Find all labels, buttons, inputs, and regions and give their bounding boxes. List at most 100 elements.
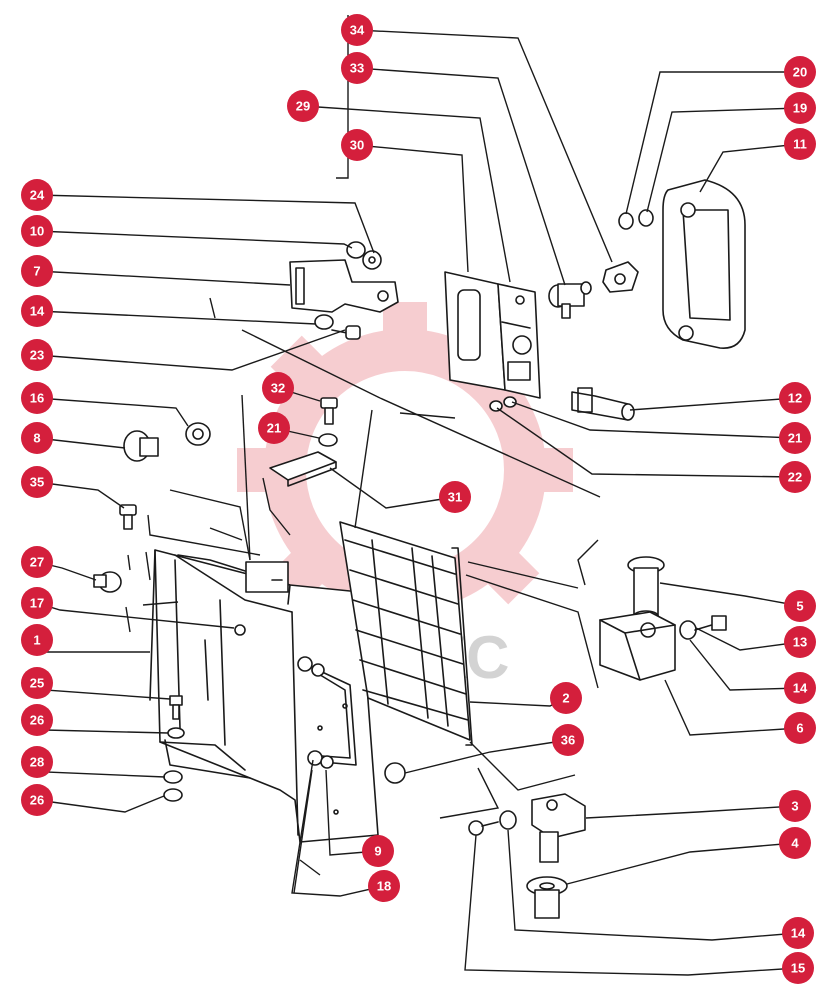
callout-number: 9 [374, 844, 381, 859]
callout-number: 6 [796, 721, 803, 736]
callout-number: 2 [562, 691, 569, 706]
part-bracket [289, 259, 399, 313]
callout-circle [21, 215, 53, 247]
part-clip [602, 261, 639, 293]
callout-circle [784, 672, 816, 704]
callout-circle [21, 587, 53, 619]
callout-circle [21, 179, 53, 211]
callout-badge-1: 1 [21, 624, 53, 656]
callout-circle [21, 295, 53, 327]
callout-badge-31: 31 [439, 481, 471, 513]
callout-circle [21, 422, 53, 454]
parts-drawing [93, 179, 746, 919]
callout-badge-3: 3 [779, 790, 811, 822]
callout-circle [21, 624, 53, 656]
callout-badge-26: 26 [21, 704, 53, 736]
callout-number: 4 [791, 836, 799, 851]
callout-badge-20: 20 [784, 56, 816, 88]
part-collar [526, 876, 568, 919]
callout-number: 17 [30, 596, 44, 611]
callout-badge-12: 12 [779, 382, 811, 414]
callout-number: 5 [796, 599, 803, 614]
callout-number: 27 [30, 555, 44, 570]
callout-circle [341, 129, 373, 161]
callout-badge-33: 33 [341, 52, 373, 84]
callout-circle [550, 682, 582, 714]
callout-badge-34: 34 [341, 14, 373, 46]
callout-badge-6: 6 [784, 712, 816, 744]
part-screw [314, 314, 361, 340]
callout-badge-21: 21 [258, 412, 290, 444]
callout-badge-28: 28 [21, 746, 53, 778]
callout-number: 30 [350, 138, 364, 153]
callout-number: 34 [350, 23, 365, 38]
callout-number: 21 [788, 431, 802, 446]
callout-circle [21, 466, 53, 498]
part-screw-13 [679, 615, 727, 640]
callout-number: 1 [33, 633, 40, 648]
callout-circle [779, 422, 811, 454]
callout-badge-14: 14 [21, 295, 53, 327]
callout-circle [784, 92, 816, 124]
callout-circle [21, 746, 53, 778]
callout-badge-19: 19 [784, 92, 816, 124]
part-screw-15 [468, 810, 517, 836]
callout-number: 20 [793, 65, 807, 80]
callout-number: 31 [448, 490, 462, 505]
callout-badge-5: 5 [784, 590, 816, 622]
callout-number: 14 [791, 926, 806, 941]
callout-number: 25 [30, 676, 44, 691]
part-housing [149, 549, 379, 843]
callout-circle [21, 339, 53, 371]
callout-badge-26: 26 [21, 784, 53, 816]
callout-circle [21, 784, 53, 816]
callout-badge-14: 14 [782, 917, 814, 949]
part-front-plate [444, 271, 541, 412]
callout-circle [21, 255, 53, 287]
callout-number: 26 [30, 713, 44, 728]
callout-circle [362, 835, 394, 867]
callout-badge-27: 27 [21, 546, 53, 578]
callout-circle [782, 917, 814, 949]
callout-circle [341, 52, 373, 84]
callout-number: 36 [561, 733, 575, 748]
callout-circle [784, 712, 816, 744]
callout-badge-8: 8 [21, 422, 53, 454]
part-screw-32 [318, 397, 338, 447]
callout-circle [779, 827, 811, 859]
callout-badge-24: 24 [21, 179, 53, 211]
callout-number: 14 [793, 681, 808, 696]
callout-number: 16 [30, 391, 44, 406]
callout-badge-22: 22 [779, 461, 811, 493]
callout-number: 32 [271, 381, 285, 396]
part-pipe [297, 656, 357, 769]
callout-badge-35: 35 [21, 466, 53, 498]
callout-circle [258, 412, 290, 444]
callout-circle [341, 14, 373, 46]
part-grille [339, 521, 473, 746]
callout-circle [21, 704, 53, 736]
callout-badges: 3433293020191124107142316835322112212231… [21, 14, 816, 984]
part-shaft [571, 387, 635, 421]
part-nut [346, 241, 382, 270]
callout-badge-29: 29 [287, 90, 319, 122]
part-plug [384, 762, 406, 784]
callout-number: 14 [30, 304, 45, 319]
callout-number: 7 [33, 264, 40, 279]
callout-badge-25: 25 [21, 667, 53, 699]
callout-circle [784, 590, 816, 622]
callout-number: 15 [791, 961, 805, 976]
part-plate [269, 451, 337, 487]
callout-circle [21, 382, 53, 414]
callout-number: 10 [30, 224, 44, 239]
callout-badge-14: 14 [784, 672, 816, 704]
callout-number: 13 [793, 635, 807, 650]
callout-circle [784, 626, 816, 658]
callout-number: 23 [30, 348, 44, 363]
part-knob [123, 422, 211, 462]
callout-circle [782, 952, 814, 984]
callout-circle [439, 481, 471, 513]
callout-circle [779, 790, 811, 822]
callout-number: 21 [267, 421, 281, 436]
